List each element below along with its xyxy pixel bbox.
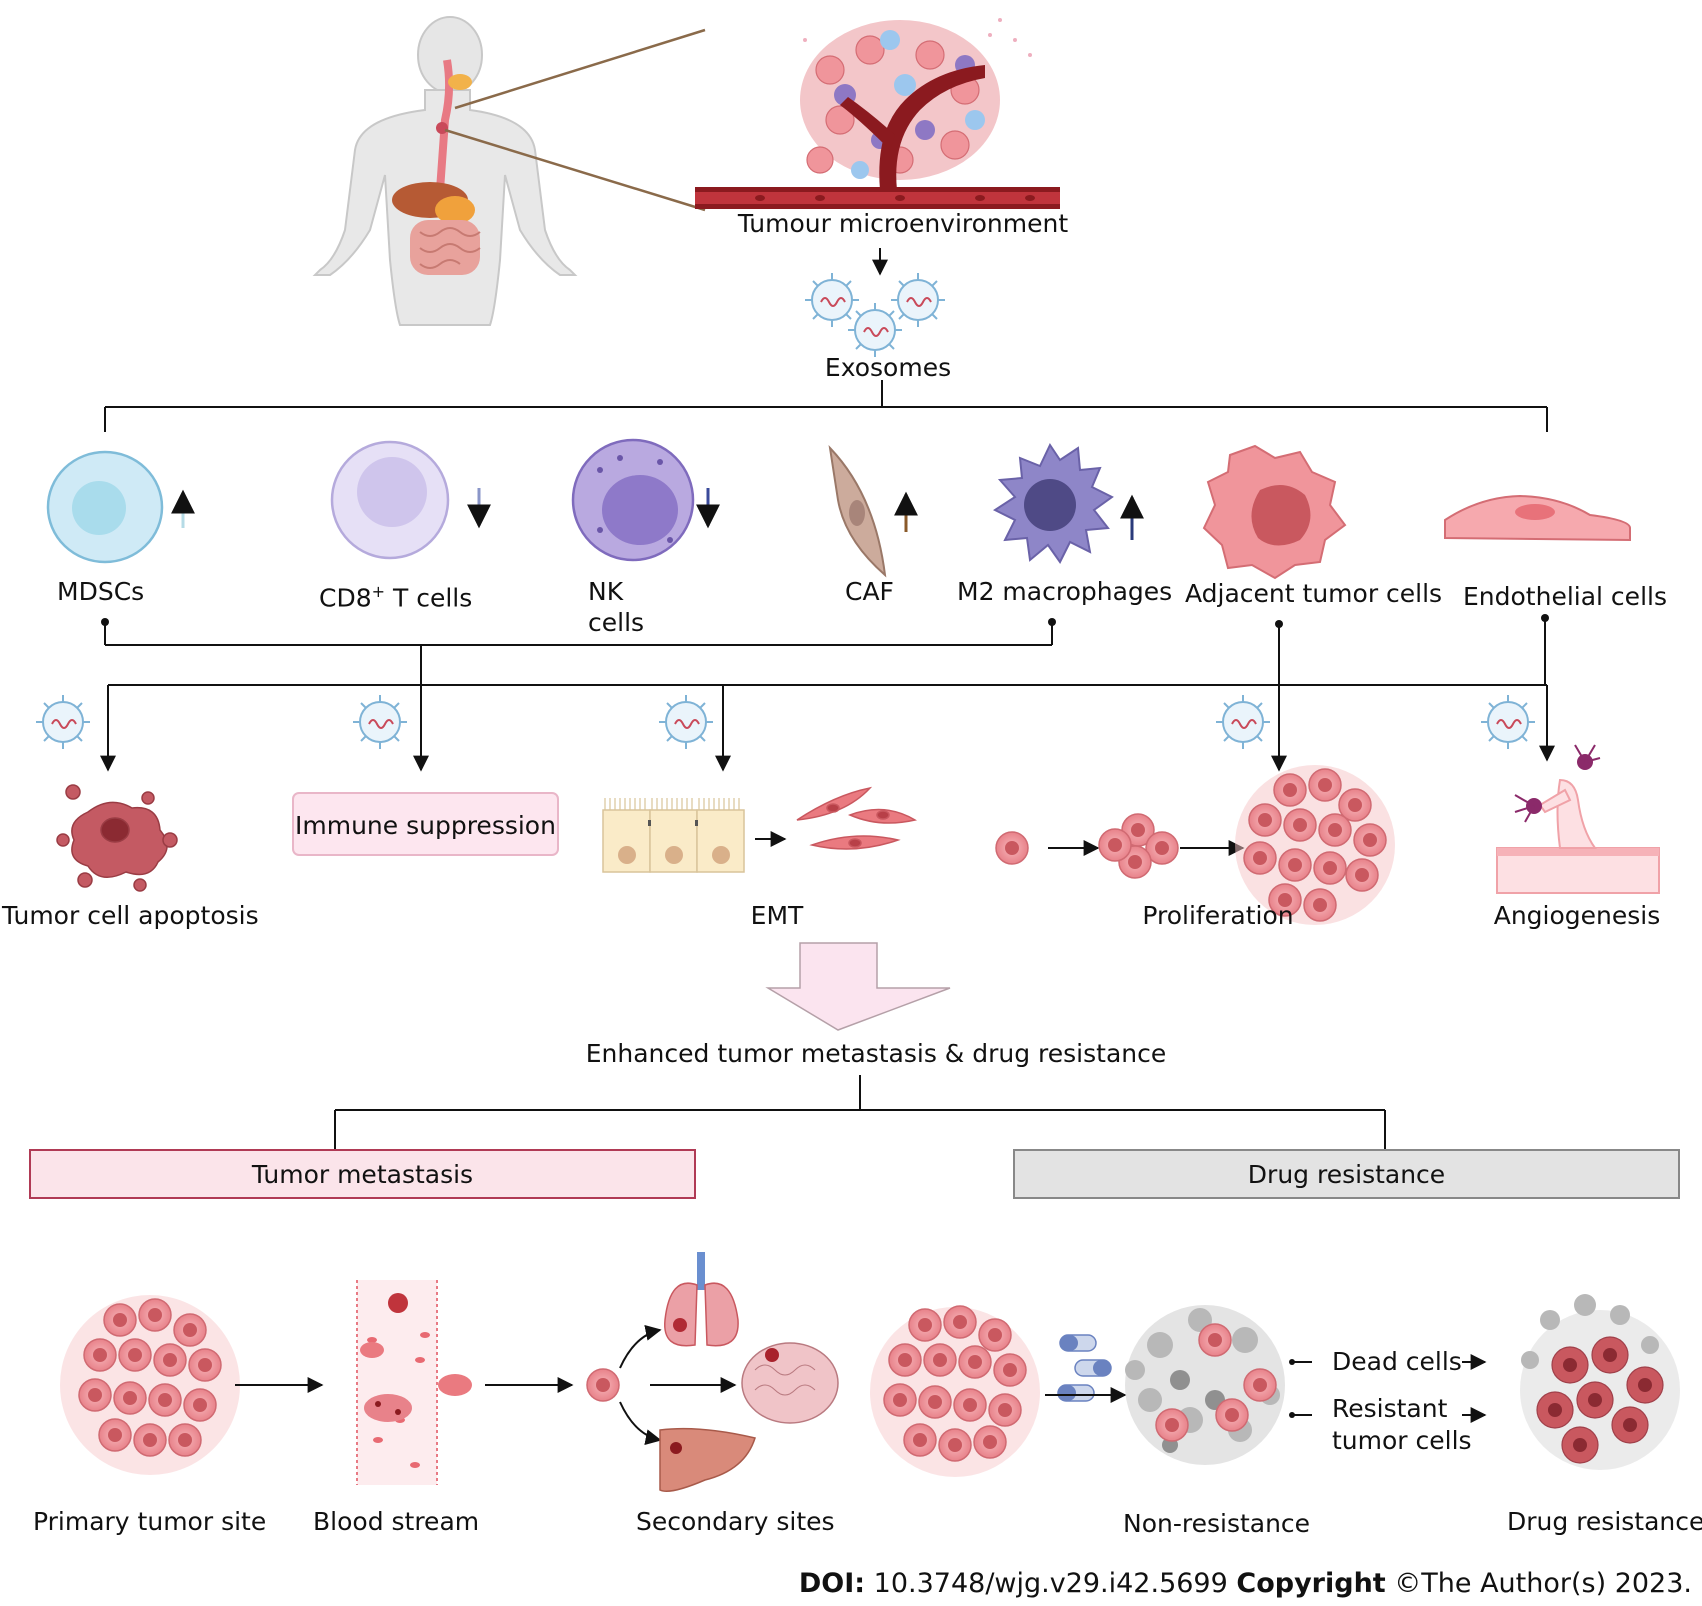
dead-cells-icon [1125,1305,1285,1465]
cd8-label-rest: T cells [385,583,473,613]
pill-icon [1057,1334,1112,1402]
m2-label: M2 macrophages [957,577,1173,606]
tumor-cell-icon [1202,444,1347,580]
tumor-cluster-icon [995,765,1395,925]
exosome-icon [804,272,946,358]
drug-resistance-label: Drug resistance [1507,1507,1702,1536]
nk-label-line2: cells [588,608,645,637]
drug-resistance-header: Drug resistance [1247,1159,1446,1189]
blood-vessel-icon [356,1280,472,1485]
doi-value: 10.3748/wjg.v29.i42.5699 [865,1568,1237,1599]
enhanced-label: Enhanced tumor metastasis & drug resista… [585,1039,1167,1068]
human-body-icon [312,16,706,326]
brain-icon [741,1342,839,1424]
secondary-label: Secondary sites [636,1507,835,1536]
non-resistance-tumor-icon [870,1305,1040,1477]
caf-label: CAF [845,577,894,606]
emt-label: EMT [750,901,804,930]
lung-icon [664,1252,739,1347]
tumor-microenvironment-icon [695,18,1060,209]
mdsc-cell-icon [46,450,195,564]
mesenchymal-cells-icon [796,786,917,850]
doi-label: DOI: [798,1568,866,1599]
mdscs-label: MDSCs [57,577,145,606]
angiogenesis-icon [1496,744,1660,894]
nk-cell-icon [571,438,720,562]
m2-macrophage-icon [992,442,1144,564]
epithelial-cells-icon [602,798,745,873]
drug-resistance-tumor-icon [1520,1294,1680,1470]
resistant-label-line1: Resistant [1332,1394,1448,1423]
cd8-t-cell-icon [330,440,491,560]
primary-label: Primary tumor site [33,1507,267,1536]
dead-cells-label: Dead cells [1332,1347,1462,1376]
primary-tumor-icon [60,1295,240,1475]
exosomes-label: Exosomes [824,353,952,382]
proliferation-label: Proliferation [1142,901,1294,930]
nk-label-line1: NK [588,577,624,606]
apoptosis-icon [56,784,178,892]
footer-citation: DOI: 10.3748/wjg.v29.i42.5699 Copyright … [799,1568,1692,1599]
apoptosis-label: Tumor cell apoptosis [2,901,259,930]
liver-icon [659,1427,756,1492]
resistant-label-line2: tumor cells [1332,1426,1472,1455]
exosome-icon [35,694,1536,750]
angiogenesis-label: Angiogenesis [1493,901,1661,930]
cd8-label-main: CD8 [319,583,372,613]
tme-label: Tumour microenvironment [737,209,1069,238]
cd8-label-sup: + [371,582,386,601]
copyright-value: ©The Author(s) 2023. [1385,1568,1692,1599]
tumor-metastasis-header: Tumor metastasis [251,1159,474,1189]
adjacent-label: Adjacent tumor cells [1185,579,1443,608]
endothelial-label: Endothelial cells [1463,582,1667,611]
immune-suppression-box: Immune suppression [295,811,556,840]
copyright-label: Copyright [1236,1568,1386,1599]
caf-icon [828,445,918,578]
non-resistance-label: Non-resistance [1123,1509,1311,1538]
endothelial-cell-icon [1444,494,1631,542]
cd8-label: CD8+ T cells [319,576,472,613]
blood-label: Blood stream [313,1507,480,1536]
